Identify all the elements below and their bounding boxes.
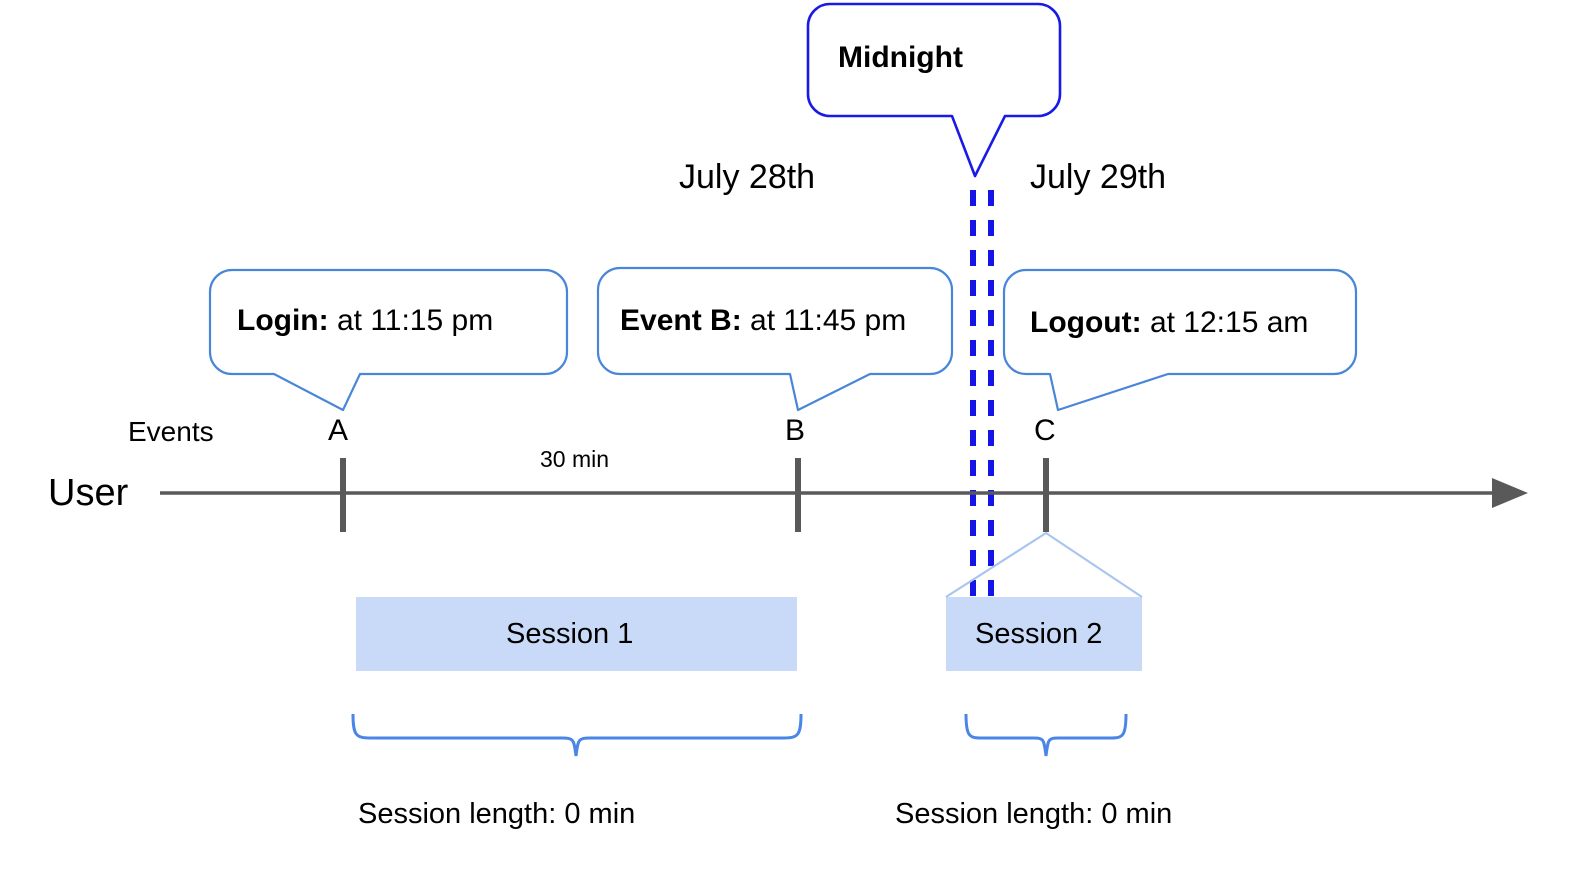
- event-letter-c: C: [1034, 414, 1056, 447]
- midnight-dashed-lines: [970, 190, 994, 600]
- event-letter-b: B: [785, 414, 806, 447]
- session-2-length-label: Session length: 0 min: [895, 798, 1173, 830]
- session-2-brace: [964, 713, 1128, 757]
- date-label-july-29: July 29th: [1030, 158, 1167, 196]
- callout-logout-bold: Logout:: [1030, 306, 1142, 339]
- session-2-box: [946, 597, 1142, 671]
- session-1-length-label: Session length: 0 min: [358, 798, 636, 830]
- callout-shape-eventb: [596, 266, 954, 412]
- events-row-label: Events: [128, 416, 214, 447]
- callout-login-rest: at 11:15 pm: [328, 304, 494, 337]
- callout-eventb-rest: at 11:45 pm: [741, 304, 907, 337]
- callout-eventb-bold: Event B:: [620, 304, 742, 337]
- session-1-box: [356, 597, 797, 671]
- timeline-axis: [160, 478, 1528, 508]
- callout-logout-rest: at 12:15 am: [1141, 306, 1309, 339]
- callout-shape-logout: [1002, 268, 1358, 412]
- midnight-callout-shape: [806, 2, 1062, 178]
- callout-text-login: Login: at 11:15 pm: [237, 306, 493, 336]
- user-lane-label: User: [48, 472, 129, 514]
- callout-text-logout: Logout: at 12:15 am: [1030, 308, 1308, 338]
- midnight-label: Midnight: [838, 41, 963, 74]
- callout-text-eventb: Event B: at 11:45 pm: [620, 306, 906, 336]
- event-letter-a: A: [328, 414, 349, 447]
- session-2-connector: [945, 531, 1143, 598]
- session-1-brace: [351, 713, 803, 757]
- session-1-label: Session 1: [506, 618, 634, 650]
- date-label-july-28: July 28th: [679, 158, 816, 196]
- session-2-label: Session 2: [975, 618, 1103, 650]
- interval-label-30min: 30 min: [540, 446, 610, 472]
- event-ticks: [340, 458, 1049, 532]
- callout-login-bold: Login:: [237, 304, 329, 337]
- callout-shape-login: [208, 268, 569, 412]
